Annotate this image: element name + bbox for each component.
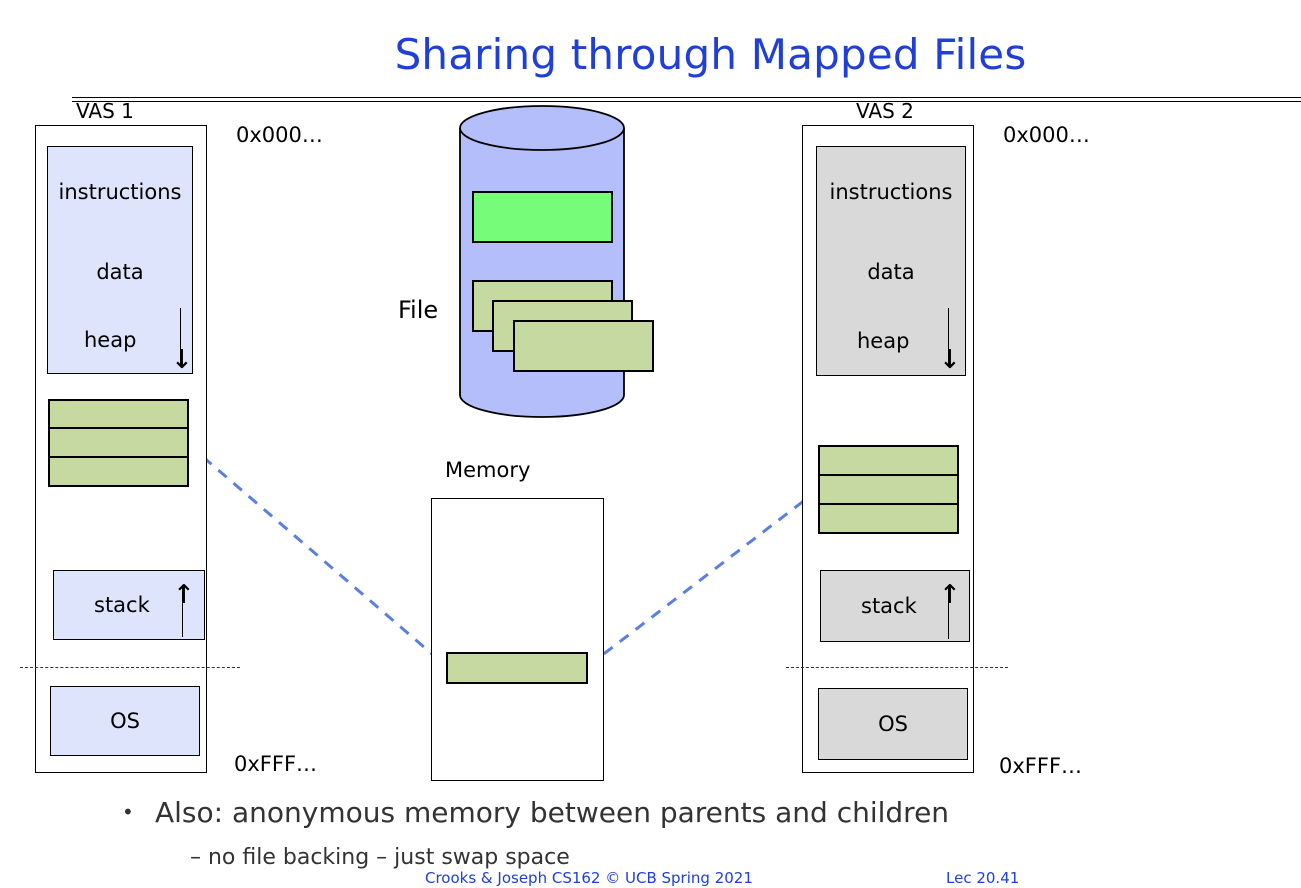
vas2-heap-label: heap xyxy=(857,328,910,353)
vas2-stack-segment: stack xyxy=(820,570,970,642)
vas2-stack-arrow-shaft xyxy=(948,585,949,639)
physical-memory xyxy=(431,498,604,781)
footer-slide-number: Lec 20.41 xyxy=(946,869,1020,887)
vas2-data-label: data xyxy=(867,259,915,284)
vas2-addr-bottom: 0xFFF… xyxy=(999,754,1083,778)
vas1-heap-label: heap xyxy=(84,327,137,352)
vas2-addr-top: 0x000… xyxy=(1003,123,1090,147)
vas2-data-segment: data xyxy=(816,237,966,307)
vas2-instructions-label: instructions xyxy=(829,180,953,204)
sub-bullet-text: – no file backing – just swap space xyxy=(190,845,570,870)
bullet-dot-icon: • xyxy=(122,800,134,824)
vas1-heap-arrow-shaft xyxy=(180,308,181,366)
file-block-3 xyxy=(513,320,654,372)
vas2-os-segment: OS xyxy=(818,688,968,760)
vas1-addr-top: 0x000… xyxy=(236,123,323,147)
vas1-os-label: OS xyxy=(110,709,140,733)
vas1-data-segment: data xyxy=(47,237,193,307)
file-highlight-block xyxy=(472,191,613,243)
vas1-label: VAS 1 xyxy=(76,99,134,123)
vas1-heap-down-arrow-icon: ↓ xyxy=(171,345,193,375)
vas1-addr-bottom: 0xFFF… xyxy=(234,752,318,776)
vas2-stack-up-arrow-icon: ↑ xyxy=(939,580,961,610)
footer-credit: Crooks & Joseph CS162 © UCB Spring 2021 xyxy=(425,869,753,887)
slide-title: Sharing through Mapped Files xyxy=(394,30,1027,79)
title-rule-top xyxy=(72,97,1301,98)
vas2-instructions-segment: instructions xyxy=(816,146,966,238)
vas2-mapped-page-3 xyxy=(818,503,959,534)
vas1-data-label: data xyxy=(96,259,144,284)
memory-label: Memory xyxy=(445,458,531,482)
bullet-text: Also: anonymous memory between parents a… xyxy=(155,796,950,829)
vas1-kernel-boundary xyxy=(20,667,240,668)
title-rule-bottom xyxy=(72,101,1301,102)
vas1-instructions-label: instructions xyxy=(58,180,182,204)
vas1-mapped-page-3 xyxy=(48,456,189,487)
vas2-mapped-page-2 xyxy=(818,474,959,505)
vas1-stack-up-arrow-icon: ↑ xyxy=(173,580,195,610)
vas1-stack-label: stack xyxy=(94,593,150,617)
memory-shared-page xyxy=(446,652,588,684)
vas1-stack-segment: stack xyxy=(53,570,205,640)
vas2-stack-label: stack xyxy=(861,594,917,618)
vas1-instructions-segment: instructions xyxy=(47,146,193,238)
vas2-os-label: OS xyxy=(878,712,908,736)
vas2-heap-arrow-shaft xyxy=(948,308,949,366)
vas1-to-memory-line xyxy=(187,442,447,668)
vas2-kernel-boundary xyxy=(786,667,1008,668)
file-label: File xyxy=(398,296,439,324)
vas2-mapped-page-1 xyxy=(818,445,959,476)
memory-to-vas2-line xyxy=(587,488,819,668)
vas1-mapped-page-2 xyxy=(48,427,189,458)
vas2-label: VAS 2 xyxy=(856,99,914,123)
vas1-stack-arrow-shaft xyxy=(182,585,183,637)
vas2-heap-down-arrow-icon: ↓ xyxy=(939,345,961,375)
vas1-os-segment: OS xyxy=(50,686,200,756)
vas2-heap-segment: heap xyxy=(816,306,966,376)
vas1-heap-segment: heap xyxy=(47,306,193,374)
